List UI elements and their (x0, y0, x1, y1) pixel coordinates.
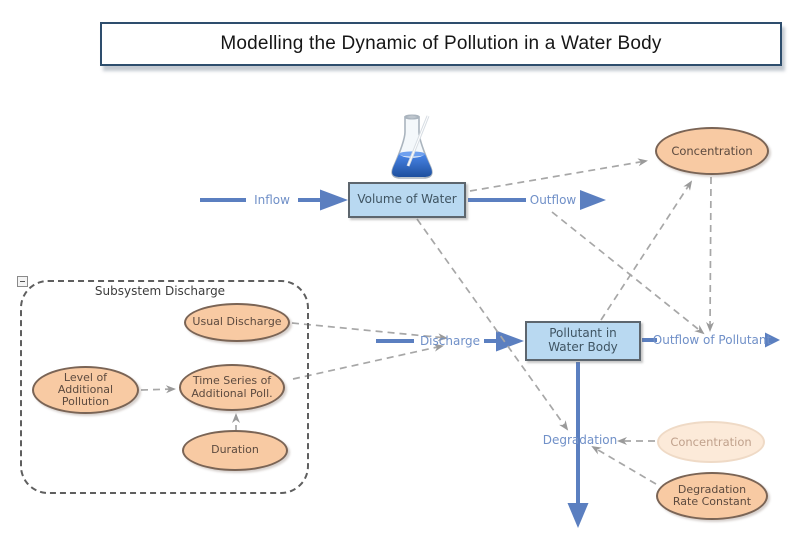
connector-concentration-to-outflow-of-pollutant[interactable] (706, 176, 715, 332)
connector-usual-discharge-to-discharge[interactable] (291, 322, 448, 342)
variable-duration[interactable]: Duration (182, 430, 288, 471)
variable-time-series-of-additional-poll[interactable]: Time Series of Additional Poll. (179, 364, 285, 411)
flow-label-degradation[interactable]: Degradation (542, 433, 618, 447)
flow-degradation-arrow[interactable] (567, 362, 589, 528)
variable-level-of-additional-pollution[interactable]: Level of Additional Pollution (32, 366, 139, 414)
connector-level-to-time-series[interactable] (140, 385, 176, 394)
flow-label-inflow[interactable]: Inflow (254, 193, 290, 207)
connector-time-series-to-discharge[interactable] (292, 343, 444, 380)
variable-degradation-rate-constant[interactable]: Degradation Rate Constant (656, 472, 768, 520)
flow-label-outflow[interactable]: Outflow (529, 193, 577, 207)
stock-volume-of-water[interactable]: Volume of Water (348, 182, 466, 218)
diagram-title: Modelling the Dynamic of Pollution in a … (220, 33, 662, 54)
variable-concentration-ghost[interactable]: Concentration (657, 421, 765, 463)
flow-label-outflow-of-pollutant[interactable]: Outflow of Pollutant (652, 333, 772, 347)
subsystem-discharge-label: Subsystem Discharge (94, 284, 226, 298)
minus-icon[interactable] (17, 276, 28, 287)
connector-pollutant-to-concentration[interactable] (600, 180, 693, 321)
flask-icon (391, 114, 433, 179)
diagram-title-box: Modelling the Dynamic of Pollution in a … (100, 22, 782, 66)
connector-volume-to-concentration[interactable] (469, 158, 648, 192)
flow-outflow-of-pollutant-arrow[interactable] (642, 332, 780, 348)
flow-outflow-arrow[interactable] (468, 190, 606, 210)
flow-label-discharge[interactable]: Discharge (419, 334, 481, 348)
connector-degradation-rate-to-degradation[interactable] (591, 445, 657, 485)
flow-discharge-arrow[interactable] (376, 330, 524, 352)
variable-concentration[interactable]: Concentration (655, 127, 769, 175)
subsystem-discharge-frame[interactable] (20, 280, 309, 494)
flow-inflow-arrow[interactable] (200, 189, 348, 211)
connector-outflow-to-outflow-of-pollutant[interactable] (551, 211, 705, 335)
variable-usual-discharge[interactable]: Usual Discharge (184, 303, 290, 342)
stock-pollutant-in-water-body[interactable]: Pollutant in Water Body (525, 321, 641, 361)
